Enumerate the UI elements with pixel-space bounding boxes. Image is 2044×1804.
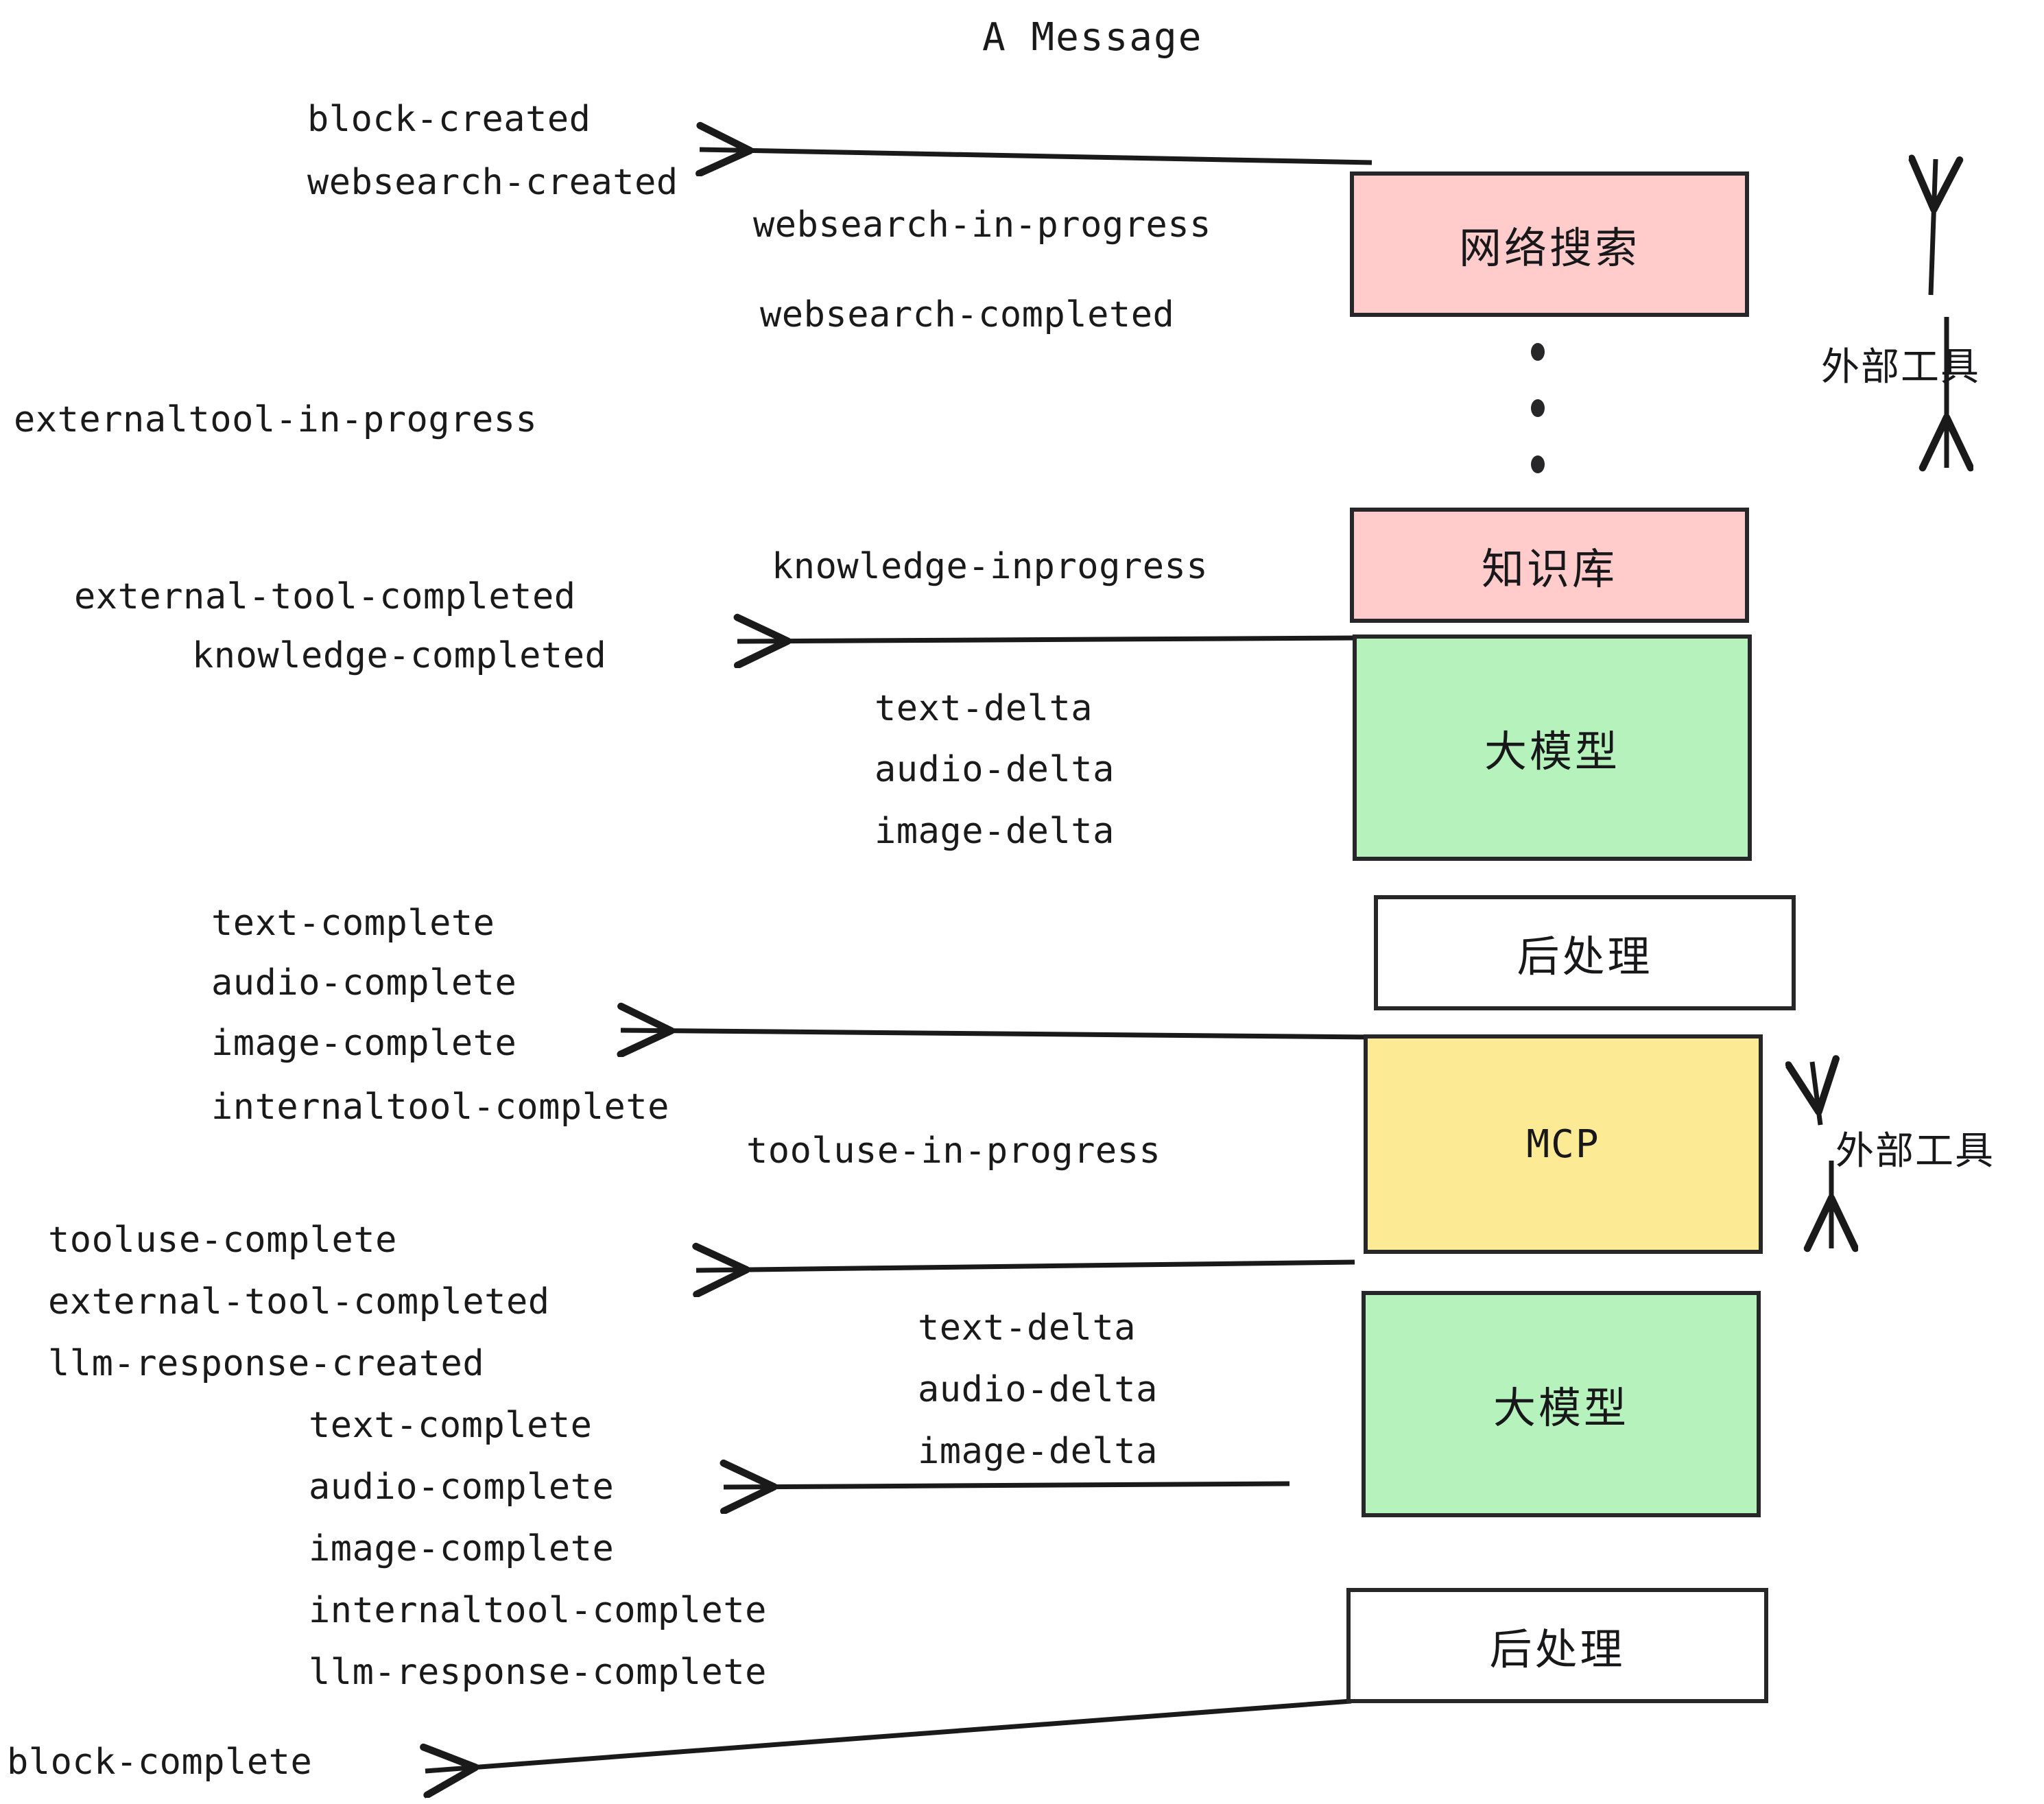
node-llm-2-label: 大模型 [1493, 1383, 1629, 1433]
event-audio-delta-1: audio-delta [875, 749, 1115, 790]
dot-2 [1531, 399, 1545, 417]
group-label-external-tools-bottom-text: 外部工具 [1835, 1129, 1995, 1174]
arrow-mcp-to-image-complete [621, 1030, 1371, 1037]
arrow-mcp-to-tooluse-complete [696, 1262, 1355, 1270]
arrow-websearch-to-block-created [700, 150, 1372, 163]
node-knowledge-label: 知识库 [1481, 544, 1617, 594]
group-label-external-tools-top: 外部工具 [1821, 336, 1980, 392]
event-audio-complete-1: audio-complete [211, 962, 517, 1004]
node-postprocess-1-label: 后处理 [1517, 931, 1653, 982]
event-external-tool-completed-1: external-tool-completed [74, 576, 576, 617]
node-websearch[interactable]: 网络搜索 [1350, 171, 1749, 317]
node-postprocess-1[interactable]: 后处理 [1374, 895, 1796, 1010]
node-postprocess-2-label: 后处理 [1489, 1624, 1626, 1674]
event-internaltool-complete-2: internaltool-complete [309, 1590, 767, 1631]
event-internaltool-complete-1: internaltool-complete [211, 1087, 669, 1128]
arrow-llm2-to-audio-complete [724, 1484, 1290, 1487]
event-tooluse-in-progress: tooluse-in-progress [746, 1130, 1161, 1172]
node-websearch-label: 网络搜索 [1458, 223, 1640, 273]
arrow-postprocess2-to-block-complete [425, 1698, 1352, 1771]
event-llm-response-created: llm-response-created [48, 1343, 485, 1384]
event-text-delta-2: text-delta [918, 1307, 1137, 1349]
node-llm-1[interactable]: 大模型 [1353, 634, 1752, 861]
arrow-external-tools-bottom-up [1812, 1062, 1820, 1126]
event-knowledge-inprogress: knowledge-inprogress [772, 546, 1209, 587]
event-audio-complete-2: audio-complete [309, 1467, 615, 1508]
event-websearch-completed: websearch-completed [760, 294, 1175, 335]
event-block-complete: block-complete [7, 1742, 313, 1783]
event-websearch-in-progress: websearch-in-progress [753, 204, 1211, 246]
event-image-complete-1: image-complete [211, 1023, 517, 1064]
node-mcp-label: MCP [1526, 1121, 1600, 1167]
group-label-external-tools-top-text: 外部工具 [1821, 345, 1980, 390]
event-text-delta-1: text-delta [875, 688, 1093, 729]
arrow-external-tools-top-up [1931, 159, 1936, 296]
event-text-complete-2: text-complete [309, 1405, 593, 1446]
event-external-tool-completed-2: external-tool-completed [48, 1281, 550, 1322]
event-websearch-created: websearch-created [307, 162, 678, 203]
node-knowledge[interactable]: 知识库 [1350, 508, 1749, 623]
arrow-knowledge-to-knowledge-completed [737, 638, 1355, 641]
event-audio-delta-2: audio-delta [918, 1369, 1158, 1410]
group-label-external-tools-bottom: 外部工具 [1835, 1120, 1995, 1176]
event-text-complete-1: text-complete [211, 903, 495, 944]
node-llm-1-label: 大模型 [1484, 726, 1620, 776]
diagram-title: A Message [982, 15, 1203, 60]
event-image-complete-2: image-complete [309, 1528, 615, 1569]
node-postprocess-2[interactable]: 后处理 [1346, 1588, 1768, 1703]
event-llm-response-complete: llm-response-complete [309, 1652, 767, 1693]
event-knowledge-completed: knowledge-completed [192, 635, 607, 676]
event-block-created: block-created [307, 99, 591, 140]
event-tooluse-complete: tooluse-complete [48, 1220, 397, 1261]
event-image-delta-2: image-delta [918, 1431, 1158, 1472]
event-externaltool-in-progress: externaltool-in-progress [14, 399, 538, 440]
dot-1 [1531, 343, 1545, 361]
event-image-delta-1: image-delta [875, 811, 1115, 852]
node-llm-2[interactable]: 大模型 [1362, 1291, 1761, 1517]
dot-3 [1531, 455, 1545, 473]
node-mcp[interactable]: MCP [1364, 1034, 1763, 1254]
ellipsis-vertical-dots [1530, 343, 1546, 473]
